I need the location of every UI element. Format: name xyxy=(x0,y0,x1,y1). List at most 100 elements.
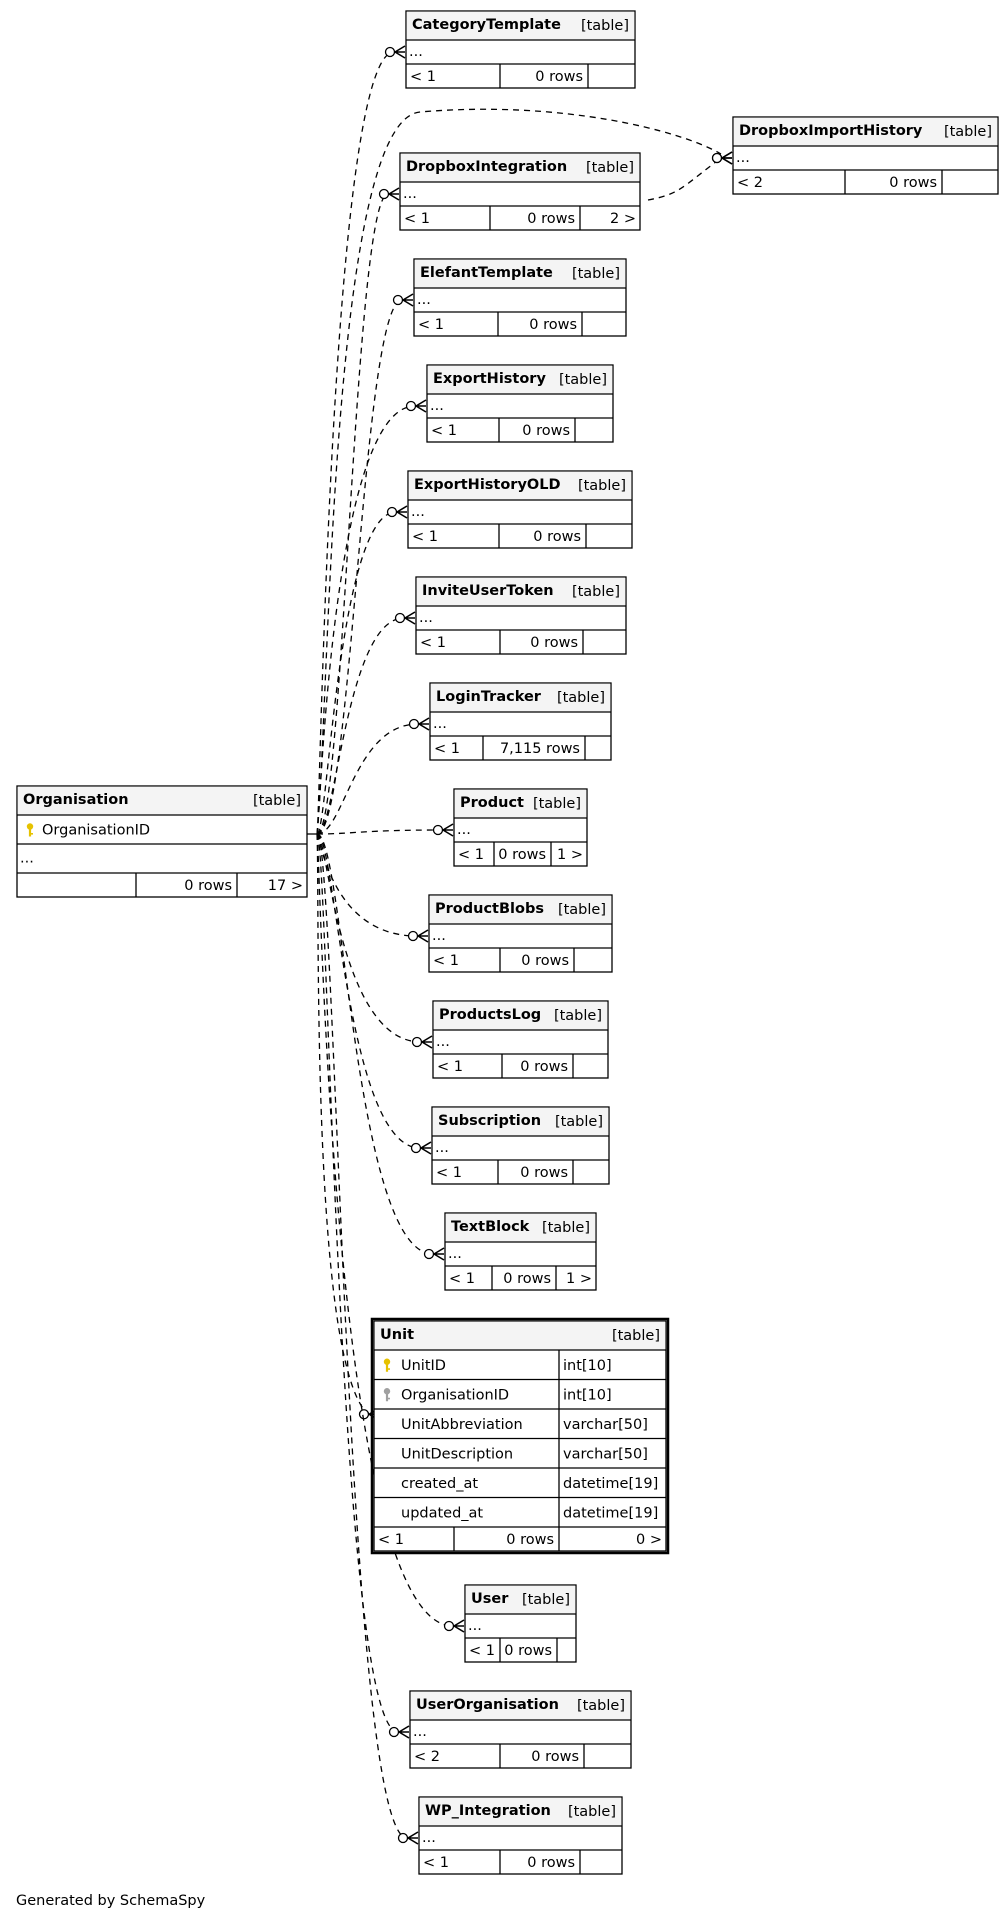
table-header-bg xyxy=(445,1213,596,1242)
parent-count: < 2 xyxy=(414,1749,440,1765)
table-title: LoginTracker xyxy=(436,689,542,705)
row-count: 0 rows xyxy=(504,1643,552,1659)
optional-marker xyxy=(397,1832,409,1844)
collapsed-columns: ... xyxy=(413,1724,427,1740)
column-type: varchar[50] xyxy=(563,1446,648,1462)
column-type: int[10] xyxy=(563,1387,612,1403)
collapsed-columns: ... xyxy=(433,716,447,732)
child-count: 2 > xyxy=(610,211,636,227)
optional-marker xyxy=(384,46,396,58)
collapsed-columns: ... xyxy=(20,851,34,867)
primary-key-icon xyxy=(383,1358,391,1372)
generated-by-footer: Generated by SchemaSpy xyxy=(16,1893,206,1909)
relationship-ProductsLog xyxy=(316,833,433,1049)
row-count: 0 rows xyxy=(530,635,578,651)
optional-marker xyxy=(711,152,723,164)
column-name: OrganisationID xyxy=(401,1387,509,1403)
table-header-bg xyxy=(408,471,632,500)
parent-count: < 1 xyxy=(437,1059,463,1075)
column-name: UnitID xyxy=(401,1358,446,1374)
collapsed-columns: ... xyxy=(435,1140,449,1156)
column-name: updated_at xyxy=(401,1505,483,1521)
table-title: Subscription xyxy=(438,1113,541,1129)
table-title: CategoryTemplate xyxy=(412,17,561,33)
relationship-DropboxIntegration xyxy=(316,187,400,835)
table-type-tag: [table] xyxy=(554,1008,602,1024)
row-count: 0 rows xyxy=(529,317,577,333)
many-marker xyxy=(433,1247,445,1261)
table-header-bg xyxy=(416,577,626,606)
row-count: 7,115 rows xyxy=(500,741,580,757)
table-title: ProductsLog xyxy=(439,1007,541,1023)
table-header-bg xyxy=(430,683,611,712)
optional-marker xyxy=(407,930,419,942)
parent-count: < 1 xyxy=(449,1271,475,1287)
optional-marker xyxy=(410,1142,422,1154)
optional-marker xyxy=(378,188,390,200)
relationship-UserOrganisation xyxy=(316,833,410,1739)
row-count: 0 rows xyxy=(533,529,581,545)
table-title: Unit xyxy=(380,1327,414,1343)
row-count: 0 rows xyxy=(521,953,569,969)
many-marker xyxy=(388,187,400,201)
column-name: UnitAbbreviation xyxy=(401,1417,523,1433)
table-type-tag: [table] xyxy=(572,584,620,600)
table-title: TextBlock xyxy=(451,1219,530,1235)
relationship-edges xyxy=(307,45,733,1845)
relationship-Product xyxy=(316,823,454,837)
relationship-ExportHistory xyxy=(316,399,427,835)
optional-marker xyxy=(405,400,417,412)
parent-count: < 1 xyxy=(420,635,446,651)
table-type-tag: [table] xyxy=(522,1592,570,1608)
table-header-bg xyxy=(427,365,613,394)
many-marker xyxy=(417,929,429,943)
optional-marker xyxy=(423,1248,435,1260)
collapsed-columns: ... xyxy=(409,44,423,60)
table-type-tag: [table] xyxy=(559,372,607,388)
table-Organisation[interactable]: Organisation[table]OrganisationID...0 ro… xyxy=(16,785,308,898)
many-marker xyxy=(721,151,733,165)
parent-count: < 1 xyxy=(433,953,459,969)
column-name: UnitDescription xyxy=(401,1446,513,1462)
relationship-User xyxy=(316,833,465,1633)
table-title: User xyxy=(471,1591,509,1607)
table-title: DropboxIntegration xyxy=(406,159,567,175)
many-marker xyxy=(442,823,454,837)
many-marker xyxy=(415,399,427,413)
table-type-tag: [table] xyxy=(944,124,992,140)
table-title: ElefantTemplate xyxy=(420,265,553,281)
optional-marker xyxy=(386,506,398,518)
relationship-ElefantTemplate xyxy=(316,293,414,835)
table-type-tag: [table] xyxy=(578,478,626,494)
row-count: 0 rows xyxy=(889,175,937,191)
table-type-tag: [table] xyxy=(555,1114,603,1130)
relationship-LoginTracker xyxy=(316,717,430,835)
relationship-WP_Integration xyxy=(316,833,419,1845)
many-marker xyxy=(421,1035,433,1049)
table-title: WP_Integration xyxy=(425,1803,551,1819)
optional-marker xyxy=(443,1620,455,1632)
parent-count: < 1 xyxy=(404,211,430,227)
table-type-tag: [table] xyxy=(586,160,634,176)
table-title: UserOrganisation xyxy=(416,1697,559,1713)
row-count: 0 rows xyxy=(506,1532,554,1548)
table-type-tag: [table] xyxy=(568,1804,616,1820)
table-type-tag: [table] xyxy=(612,1328,660,1344)
